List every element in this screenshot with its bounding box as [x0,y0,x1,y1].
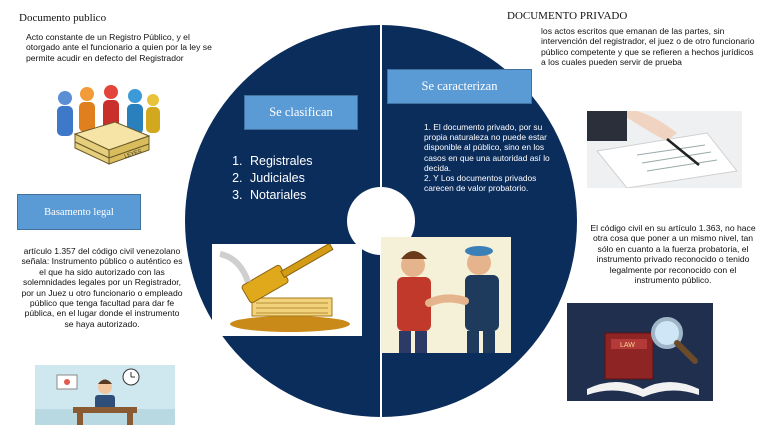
law-books-illustration: LEYES [41,84,165,168]
private-document-definition: los actos escritos que emanan de las par… [541,26,755,68]
classification-item-notariales: Notariales [246,187,362,204]
characteristics-text: 1. El documento privado, por su propia n… [424,122,550,194]
legal-basis-box: Basamento legal [17,194,141,230]
civil-code-text: El código civil en su artículo 1.363, no… [590,223,756,286]
gavel-illustration [212,244,362,336]
classification-item-registrales: Registrales [246,153,362,170]
characterize-box: Se caracterizan [387,69,532,104]
public-document-definition: Acto constante de un Registro Público, y… [26,32,212,63]
classification-list: Registrales Judiciales Notariales [222,153,362,204]
law-book-illustration: LAW [567,303,713,401]
office-illustration [35,365,175,425]
legal-basis-text: artículo 1.357 del código civil venezola… [21,246,183,329]
classify-box: Se clasifican [244,95,358,130]
private-document-title: DOCUMENTO PRIVADO [507,10,628,22]
public-document-title: Documento publico [19,12,107,24]
law-book-label: LAW [620,342,635,349]
classification-item-judiciales: Judiciales [246,170,362,187]
law-books-label: LEYES [124,149,143,160]
handshake-illustration [381,237,511,353]
signing-illustration [587,111,742,188]
